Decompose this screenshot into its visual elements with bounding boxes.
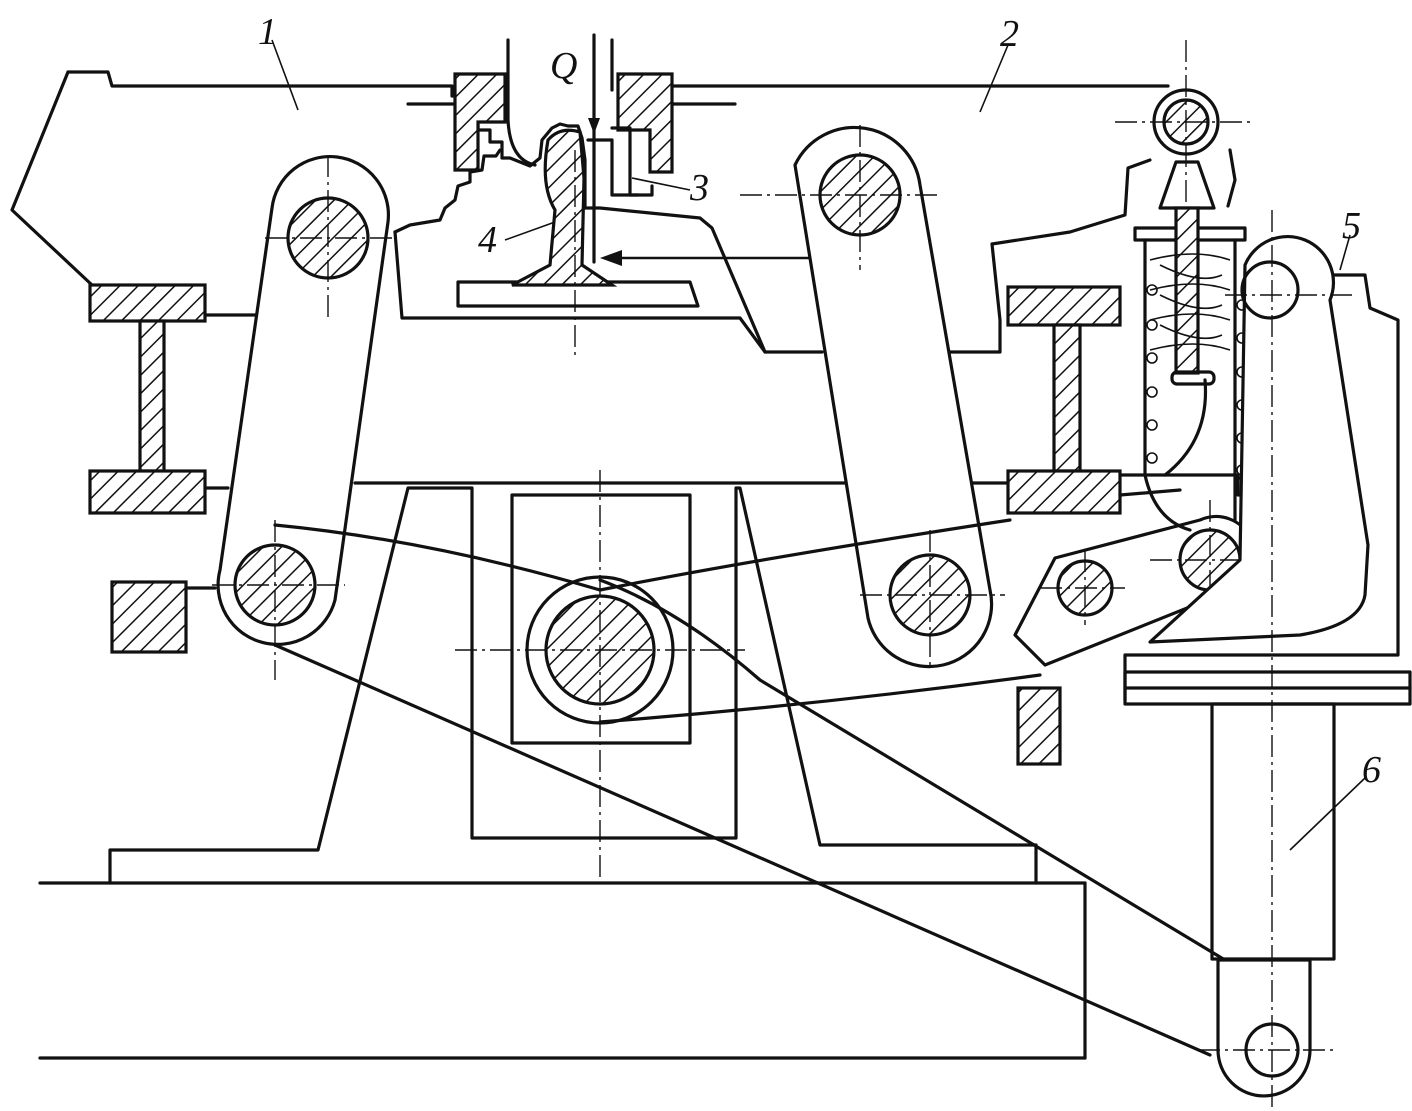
right-link: [740, 125, 1005, 670]
label-part-5: 5: [1342, 205, 1361, 247]
label-part-6: 6: [1362, 749, 1381, 791]
crossed-links: [273, 470, 1227, 1057]
workpiece-rail: [456, 128, 700, 360]
lever-5: [1123, 234, 1412, 706]
label-part-2: 2: [1000, 13, 1019, 55]
slide-block: [510, 493, 692, 745]
cylinder-6: [1198, 210, 1336, 1108]
label-part-1: 1: [258, 11, 277, 53]
force-arrow: [588, 33, 600, 264]
top-clamp: [406, 38, 737, 197]
left-clamp-block: [453, 72, 507, 172]
base-plate: [38, 881, 1087, 1060]
right-i-beam: [1006, 285, 1122, 766]
left-link: [212, 155, 395, 680]
label-part-3: 3: [689, 167, 709, 209]
label-part-4: 4: [478, 219, 497, 261]
label-force-q: Q: [550, 45, 577, 87]
spring-assembly: [1115, 40, 1260, 532]
right-jaw: [618, 84, 1237, 354]
left-i-beam: [88, 283, 260, 654]
labels: 1 2 3 4 5 6 Q: [258, 11, 1381, 791]
leader-lines: [271, 39, 1366, 851]
right-clamp-block: [616, 72, 674, 174]
